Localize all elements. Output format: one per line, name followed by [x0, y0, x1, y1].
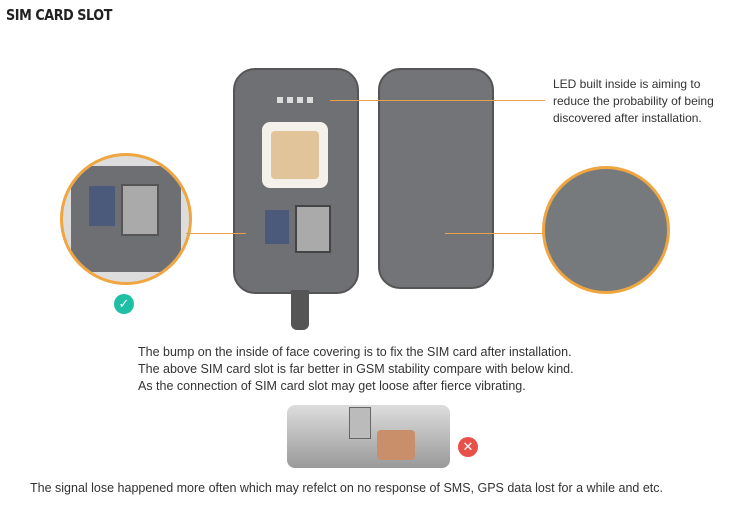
- callout-line: [445, 233, 544, 234]
- led-note-line: discovered after installation.: [553, 111, 702, 125]
- cross-icon: ✕: [458, 437, 478, 457]
- callout-line: [330, 100, 545, 101]
- footer-note: The signal lose happened more often whic…: [30, 481, 663, 495]
- cable: [291, 290, 309, 330]
- tracker-back-cover: [378, 68, 494, 289]
- bad-sim-slot-photo: [287, 405, 450, 468]
- description-line: As the connection of SIM card slot may g…: [138, 379, 526, 393]
- sim-slot-closeup: [60, 153, 192, 285]
- cover-bump-closeup: [542, 166, 670, 294]
- led-note-line: LED built inside is aiming to: [553, 77, 701, 91]
- check-icon: ✓: [114, 294, 134, 314]
- led-note-line: reduce the probability of being: [553, 94, 714, 108]
- description-line: The above SIM card slot is far better in…: [138, 362, 574, 376]
- page-title: SIM CARD SLOT: [6, 6, 112, 24]
- callout-line: [186, 233, 246, 234]
- description-line: The bump on the inside of face covering …: [138, 345, 572, 359]
- tracker-device-open: [233, 68, 359, 294]
